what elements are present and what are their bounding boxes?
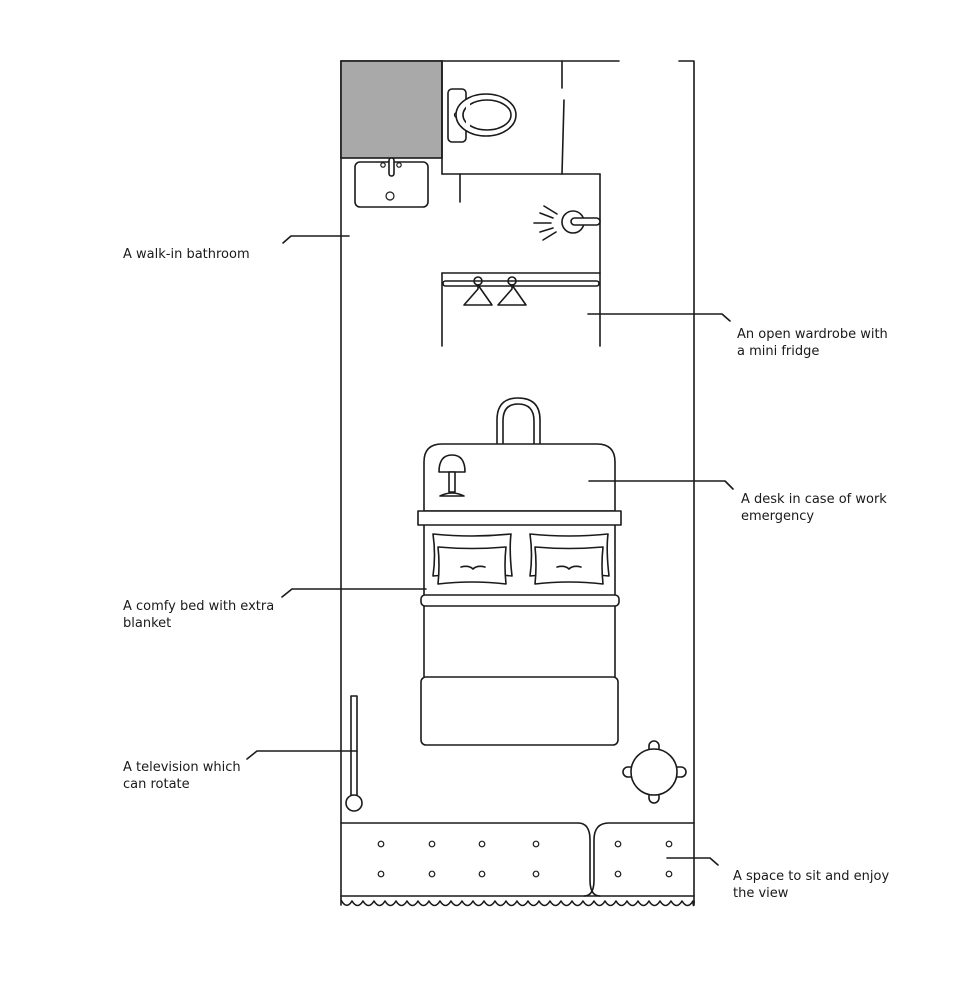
shower-arm	[570, 217, 601, 226]
toilet-seat	[462, 99, 512, 131]
sink-knob	[396, 162, 402, 168]
seat-buttons	[377, 840, 673, 878]
shaded-block	[340, 60, 443, 159]
round-table-icon	[622, 740, 687, 804]
hanger-icon	[497, 276, 527, 306]
window-curtain	[340, 899, 695, 907]
window-bench-short	[583, 822, 695, 897]
sink-knob	[380, 162, 386, 168]
desk-chair-icon	[496, 397, 541, 444]
hanger-icon	[463, 276, 493, 306]
label-bed: A comfy bed with extra blanket	[123, 599, 275, 631]
leader-bed	[281, 588, 427, 598]
pillow-icon	[529, 533, 610, 585]
leader-bathroom	[282, 235, 350, 244]
wardrobe	[441, 272, 601, 347]
right-wall	[678, 60, 695, 906]
leader-television	[246, 750, 358, 760]
leader-lines	[246, 235, 734, 866]
window-seating	[340, 822, 695, 907]
label-seating: A space to sit and enjoy the view	[733, 869, 890, 901]
television-pivot	[345, 794, 363, 812]
toilet-room	[441, 60, 601, 347]
bed-footrail	[420, 594, 620, 607]
sink-faucet	[388, 157, 395, 177]
bed-headboard	[417, 510, 622, 526]
label-bathroom: A walk-in bathroom	[123, 247, 250, 262]
sink-drain	[385, 191, 395, 201]
shower-head-icon	[533, 205, 601, 241]
sink-icon	[354, 157, 429, 208]
label-television: A television which can rotate	[123, 760, 241, 792]
desk-lamp-icon	[438, 454, 466, 497]
desk	[423, 443, 616, 512]
clothes-rail	[442, 280, 600, 287]
leader-desk	[588, 480, 734, 490]
toilet-icon	[447, 88, 517, 143]
pillow-icon	[432, 533, 513, 585]
television-panel	[350, 695, 358, 798]
label-wardrobe: An open wardrobe with a mini fridge	[737, 327, 888, 359]
window-bench-long	[340, 822, 601, 897]
bed	[417, 510, 622, 746]
leader-wardrobe	[587, 313, 731, 322]
blanket	[420, 676, 619, 746]
toilet-door	[561, 99, 565, 175]
label-desk: A desk in case of work emergency	[741, 492, 887, 524]
leader-seating	[666, 857, 719, 866]
television-icon	[345, 695, 363, 812]
